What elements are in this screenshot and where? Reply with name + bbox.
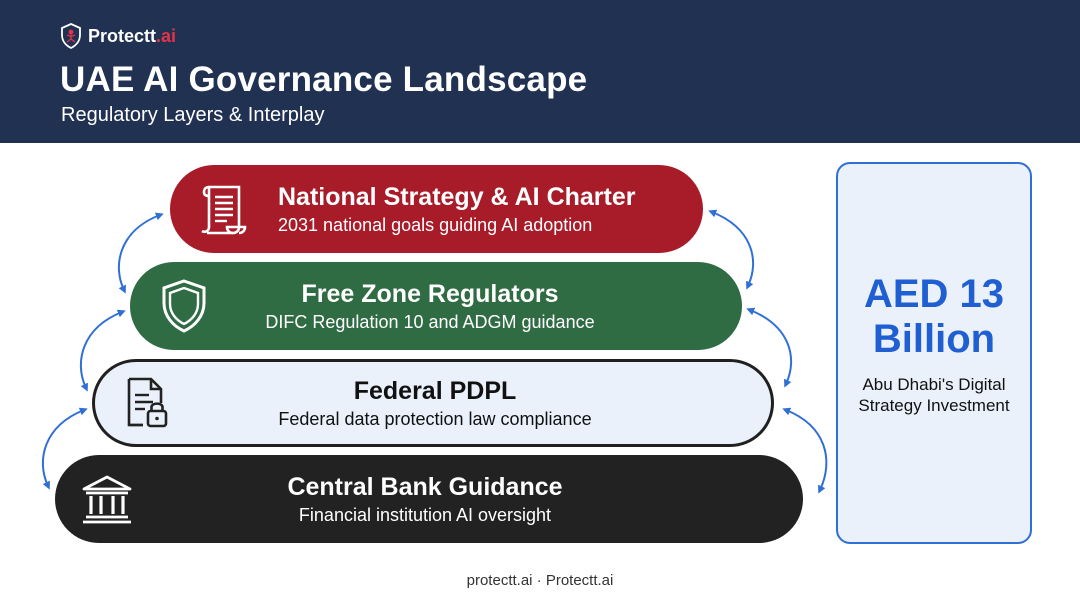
- layer-national-strategy: National Strategy & AI Charter 2031 nati…: [170, 165, 703, 253]
- stat-caption: Abu Dhabi's Digital Strategy Investment: [858, 375, 1010, 415]
- layer-title: Federal PDPL: [353, 377, 517, 405]
- brand-name: Protectt: [88, 25, 157, 46]
- layer-description: Financial institution AI oversight: [298, 505, 552, 525]
- locked-document-icon: [119, 375, 175, 431]
- stat-value: AED 13 Billion: [863, 272, 1005, 361]
- shield-icon: [156, 278, 212, 334]
- brand: Protectt.ai: [60, 22, 176, 50]
- bank-building-icon: [79, 471, 135, 527]
- page-title: UAE AI Governance Landscape: [60, 60, 588, 99]
- layer-description: DIFC Regulation 10 and ADGM guidance: [265, 312, 595, 332]
- scroll-document-icon: [196, 181, 252, 237]
- footer-text: protectt.ai · Protectt.ai: [466, 572, 614, 589]
- layer-description: 2031 national goals guiding AI adoption: [278, 215, 593, 235]
- layer-federal-pdpl: Federal PDPL Federal data protection law…: [92, 359, 774, 447]
- investment-stat-card: AED 13 Billion Abu Dhabi's Digital Strat…: [836, 162, 1032, 544]
- header-banner: Protectt.ai UAE AI Governance Landscape …: [0, 0, 1080, 143]
- shield-logo-icon: [61, 23, 81, 49]
- layer-free-zone-regulators: Free Zone Regulators DIFC Regulation 10 …: [130, 262, 742, 350]
- layer-title: Central Bank Guidance: [287, 473, 563, 501]
- brand-suffix: .ai: [156, 25, 177, 46]
- layer-title: Free Zone Regulators: [301, 280, 559, 308]
- layer-description: Federal data protection law compliance: [278, 409, 592, 429]
- layer-title: National Strategy & AI Charter: [278, 183, 636, 211]
- page-subtitle: Regulatory Layers & Interplay: [61, 104, 325, 126]
- layer-central-bank: Central Bank Guidance Financial institut…: [55, 455, 803, 543]
